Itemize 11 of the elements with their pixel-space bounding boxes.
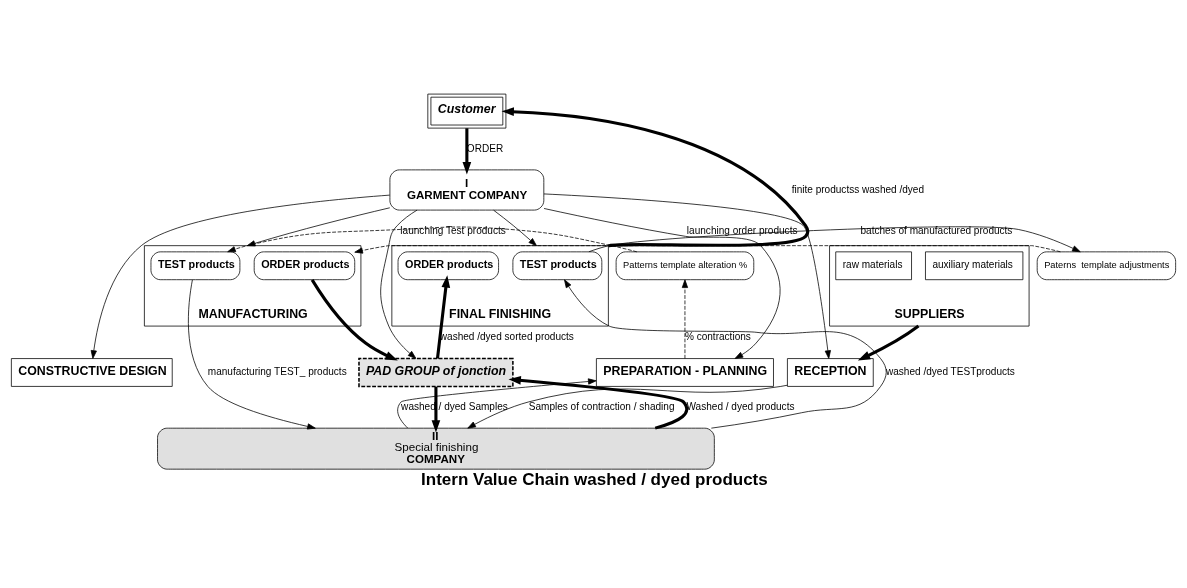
edge-label: Samples of contraction / shading: [528, 400, 675, 412]
edge-label: washed /dyed sorted products: [439, 331, 574, 343]
caption: Intern Value Chain washed / dyed products: [421, 470, 768, 490]
edge-label: launching order products: [686, 224, 798, 236]
edge-label: batches of manufactured products: [860, 224, 1013, 236]
edge-label: % contractions: [684, 331, 751, 343]
edge-label: ORDER: [466, 142, 504, 154]
edge-label: washed /dyed TESTproducts: [886, 366, 1015, 378]
edge-label: launching Test products: [400, 224, 506, 236]
edge-label: manufacturing TEST_ products: [207, 366, 347, 378]
edge-label: finite productss washed /dyed: [791, 183, 925, 195]
